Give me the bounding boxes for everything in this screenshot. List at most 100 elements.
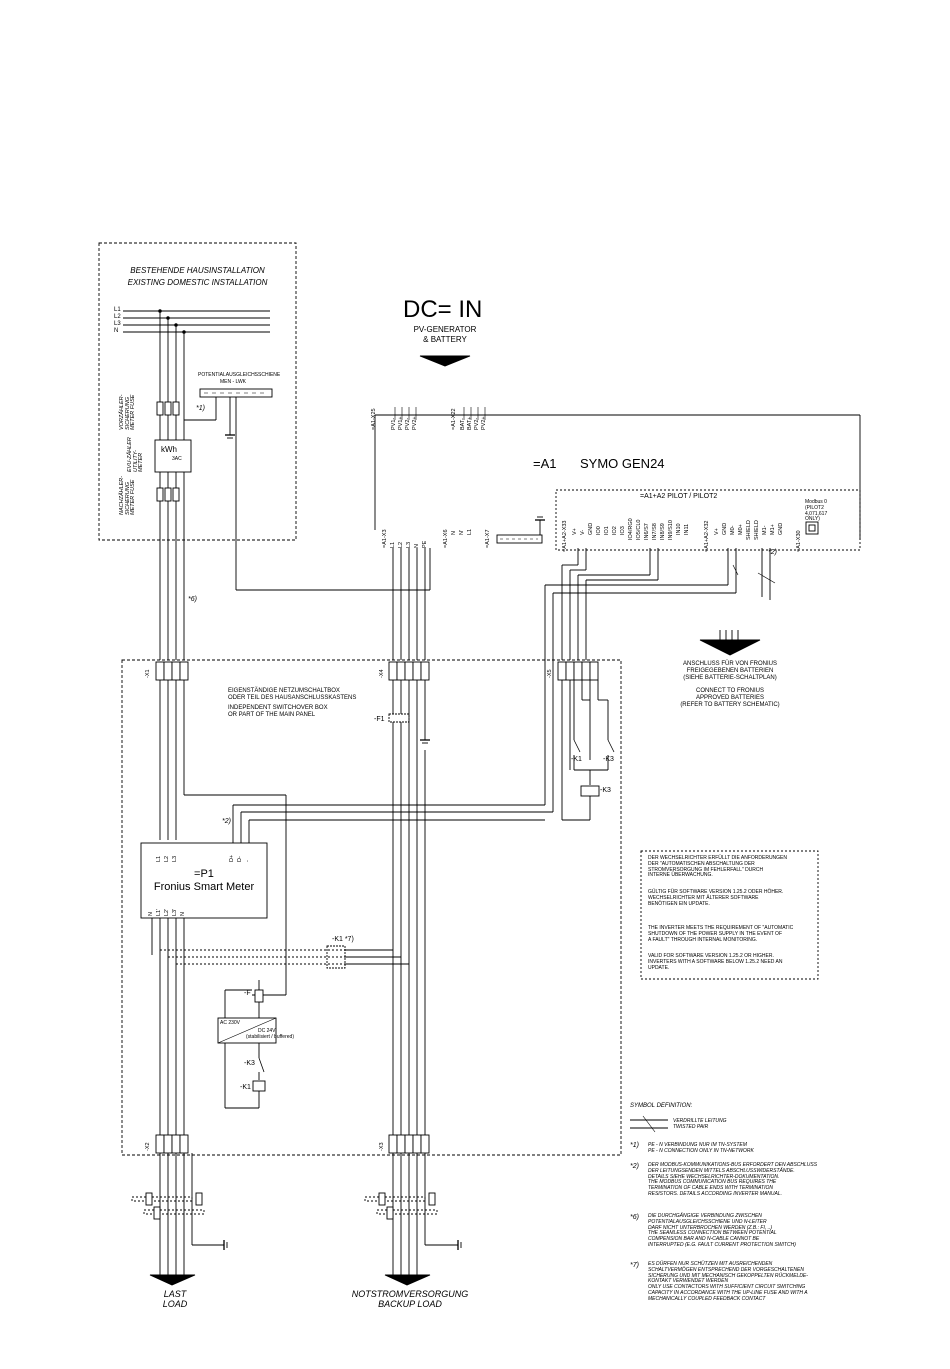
modbus0-label: Modbus 0 (PILOT2 4,071,617 ONLY) <box>805 499 828 523</box>
inverter-name: SYMO GEN24 <box>580 456 665 471</box>
note2-marker-inverter: *2) <box>768 549 777 556</box>
domestic-installation-frame <box>98 242 297 541</box>
pv-terminals <box>394 407 486 420</box>
inverter-id: =A1 <box>533 456 557 471</box>
x5-label: -X5 <box>547 669 553 678</box>
ac-term-l1: L1 <box>390 541 396 548</box>
dc-in-sub1: PV-GENERATOR <box>413 325 477 334</box>
f1-label: -F1 <box>374 716 385 723</box>
pv-term-2: PV1+ <box>398 416 404 430</box>
meter-top-dminus: D- <box>237 856 243 862</box>
ac-term-pe: PE <box>422 540 428 548</box>
load-label-de: LAST <box>163 1289 187 1299</box>
inverter-note-en2: VALID FOR SOFTWARE VERSION 1.25.2 OR HIG… <box>648 953 783 971</box>
x5-terminal-block <box>557 661 599 681</box>
k1-relay-label: -K1 <box>571 756 582 763</box>
meter-name: Fronius Smart Meter <box>153 881 255 893</box>
switchbox-en: INDEPENDENT SWITCHOVER BOX OR PART OF TH… <box>228 705 328 718</box>
k3-coil-label: -K3 <box>600 787 611 794</box>
io-term-2: V- <box>580 529 586 535</box>
bat-term-1: BAT- <box>460 418 466 430</box>
io-wires <box>561 548 659 660</box>
smart-meter-box <box>140 842 268 919</box>
dc-in-arrow <box>419 355 471 367</box>
psu-ac-label: AC 230V <box>220 1020 241 1026</box>
dc-in-sub2: & BATTERY <box>423 335 467 344</box>
phase-l1: L1 <box>114 307 121 313</box>
x7-tag: =A1-X7 <box>485 529 491 549</box>
k1-coil-label: -K1 <box>240 1084 251 1091</box>
ac-term-n: N <box>414 544 420 548</box>
switchover-box-frame <box>121 659 622 1156</box>
mb-tag: =A1+A2-X32 <box>704 520 710 553</box>
meter-bot-l2: L2' <box>164 908 170 916</box>
inverter-note-de2: GÜLTIG FÜR SOFTWARE VERSION 1.25.2 ODER … <box>648 889 784 907</box>
switchbox-de: EIGENSTÄNDIGE NETZUMSCHALTBOX ODER TEIL … <box>228 688 357 701</box>
backup-label-en: BACKUP LOAD <box>378 1299 442 1309</box>
load-label-en: LOAD <box>162 1299 188 1309</box>
io-term-7: IO3 <box>620 526 626 535</box>
k1-contactor <box>160 949 345 965</box>
note1-key: *1) <box>630 1142 639 1149</box>
note2-text: DER MODBUS-KOMMUNIKATIONS-BUS ERFORDERT … <box>648 1162 818 1197</box>
io-term-3: GND <box>588 522 594 535</box>
x1-label: -X1 <box>145 669 151 678</box>
psu-dc-sub: (stabilisiert / buffered) <box>246 1034 294 1040</box>
psu-fuse <box>254 989 264 1003</box>
note6-key: *6) <box>630 1214 639 1221</box>
meter-label: EVU-ZÄHLER UTILITY-METER <box>127 437 144 472</box>
ac-tag: =A1-X3 <box>382 529 388 549</box>
x4-terminal-block <box>388 661 430 681</box>
k1-contactor-label: -K1 *7) <box>332 936 354 943</box>
pv-term-1: PV1- <box>391 417 397 430</box>
post-meter-fuses <box>156 487 180 502</box>
note6-marker: *6) <box>188 596 197 603</box>
io-term-11: IN7/S8 <box>652 523 658 540</box>
pv-tag: =A1-X25 <box>371 408 377 430</box>
k3-relay-label: -K3 <box>603 756 614 763</box>
mb-term-8: M1+ <box>770 524 776 535</box>
x6-term-n: N <box>451 531 457 535</box>
backup-arrow <box>384 1274 431 1286</box>
note2-marker-switchbox: *2) <box>222 818 231 825</box>
meter-bot-l3: L3' <box>172 908 178 916</box>
domestic-title-de: BESTEHENDE HAUSINSTALLATION <box>130 266 265 275</box>
domestic-title-en: EXISTING DOMESTIC INSTALLATION <box>127 278 268 287</box>
x2-terminal-block <box>155 1134 189 1154</box>
pe-bar-label-en: MEN - LWK <box>220 379 247 385</box>
pre-meter-fuses <box>156 401 180 416</box>
io-term-12: IN8/S9 <box>660 523 666 540</box>
ac-term-l2: L2 <box>398 541 404 548</box>
symbol-title: SYMBOL DEFINITION: <box>630 1103 693 1109</box>
io-term-13: IN9/S10 <box>668 520 674 540</box>
mb-term-1: V+ <box>714 528 720 535</box>
meter-bot-n2: N <box>180 912 186 916</box>
meter-top-dplus: D+ <box>229 854 235 862</box>
meter-top-l1: L1 <box>156 855 162 862</box>
io-term-10: IN6/S7 <box>644 523 650 540</box>
x6-tag: =A1-X6 <box>443 529 449 549</box>
psu-dc-label: DC 24V <box>258 1028 276 1034</box>
modbus-socket <box>805 521 819 535</box>
x6-term-l1: L1 <box>467 528 473 535</box>
kwh-sub: 3AC <box>172 456 182 462</box>
mb-term-5: SHIELD <box>746 520 752 540</box>
pilot-label: =A1+A2 PILOT / PILOT2 <box>640 493 718 500</box>
utility-meter-box <box>154 439 192 473</box>
io-term-5: IO1 <box>604 526 610 535</box>
symbol-twisted: VERDRILLTE LEITUNG TWISTED PAIR <box>673 1118 727 1130</box>
note6-text: DIE DURCHGÄNGIGE VERBINDUNG ZWISCHEN POT… <box>648 1213 796 1248</box>
note7-key: *7) <box>630 1262 639 1269</box>
battery-arrow <box>699 639 761 656</box>
dc-in-title: DC= IN <box>403 296 483 323</box>
x4-label: -X4 <box>379 669 385 678</box>
meter-top-l3: L3 <box>172 855 178 862</box>
f1-breaker <box>388 713 410 723</box>
io-term-6: IO2 <box>612 526 618 535</box>
pilot-frame <box>555 489 861 551</box>
mb-term-2: GND <box>722 522 728 535</box>
inverter-note-de1: DER WECHSELRICHTER ERFÜLLT DIE ANFORDERU… <box>648 855 787 879</box>
fuse1-label: VORZÄHLER-SICHERUNG METER FUSE <box>119 394 136 430</box>
x30-tag: =A1-X30 <box>796 530 802 552</box>
io-term-15: IN11 <box>684 523 690 535</box>
